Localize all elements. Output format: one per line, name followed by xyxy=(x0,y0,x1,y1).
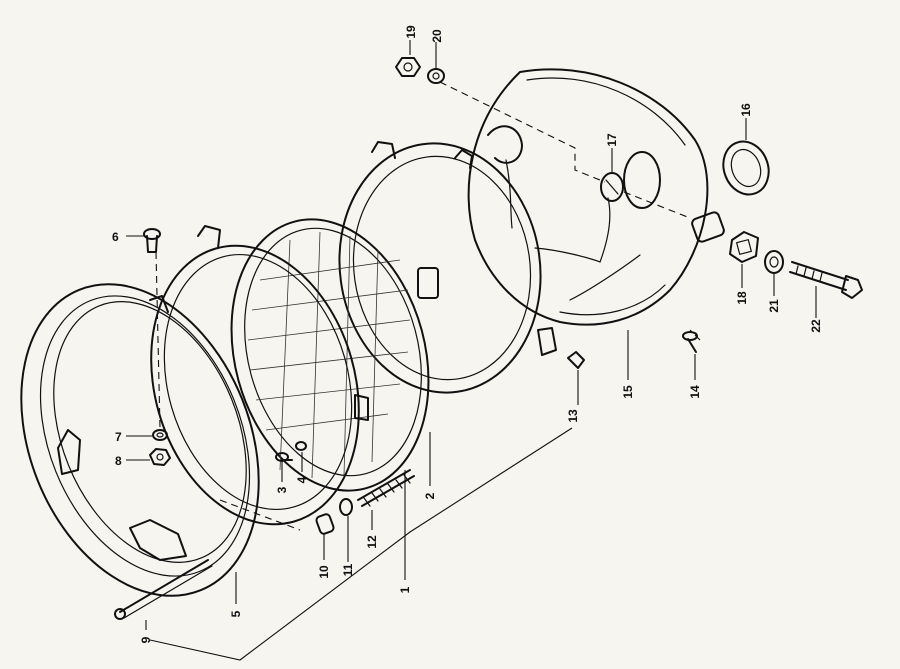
callout-12: 12 xyxy=(365,535,379,549)
callout-1: 1 xyxy=(398,586,412,593)
callout-2: 2 xyxy=(423,492,437,499)
callout-19: 19 xyxy=(404,25,418,39)
spacer-10 xyxy=(315,513,335,535)
bushing-18 xyxy=(729,231,759,263)
outer-trim-ring xyxy=(20,283,260,620)
nut-19 xyxy=(395,57,421,77)
callout-labels: 19 20 17 16 18 21 22 14 15 13 2 1 12 11 … xyxy=(112,25,823,643)
sealed-beam-lens xyxy=(230,218,430,492)
headlight-mounting-rim xyxy=(338,141,557,394)
callout-22: 22 xyxy=(809,319,823,333)
callout-4: 4 xyxy=(295,476,309,483)
clip-13 xyxy=(567,351,585,369)
nut-8 xyxy=(149,448,171,466)
callout-5: 5 xyxy=(229,610,243,617)
callout-16: 16 xyxy=(739,103,753,117)
inner-retaining-ring xyxy=(149,225,360,526)
callout-18: 18 xyxy=(735,291,749,305)
callout-14: 14 xyxy=(688,385,702,399)
screw-6 xyxy=(143,228,161,253)
washer-4 xyxy=(295,441,307,451)
callout-3: 3 xyxy=(275,486,289,493)
callout-13: 13 xyxy=(566,409,580,423)
callout-21: 21 xyxy=(767,299,781,313)
callout-7: 7 xyxy=(115,430,122,444)
headlight-shell xyxy=(467,68,725,326)
callout-6: 6 xyxy=(112,230,119,244)
callout-11: 11 xyxy=(341,563,355,576)
callout-17: 17 xyxy=(605,133,619,147)
callout-10: 10 xyxy=(317,565,331,579)
screw-14 xyxy=(682,331,698,353)
washer-7 xyxy=(152,429,168,441)
grommet-16 xyxy=(722,140,770,196)
bulb-socket-17 xyxy=(600,172,624,202)
washer-21 xyxy=(764,250,784,274)
leader-lines xyxy=(126,40,817,661)
washer-20 xyxy=(427,68,445,84)
screw-3 xyxy=(275,452,293,462)
bolt-22 xyxy=(789,261,863,299)
callout-15: 15 xyxy=(621,385,635,399)
callout-9: 9 xyxy=(139,636,153,643)
callout-20: 20 xyxy=(430,29,444,43)
washer-11 xyxy=(339,498,353,516)
callout-8: 8 xyxy=(115,454,122,468)
